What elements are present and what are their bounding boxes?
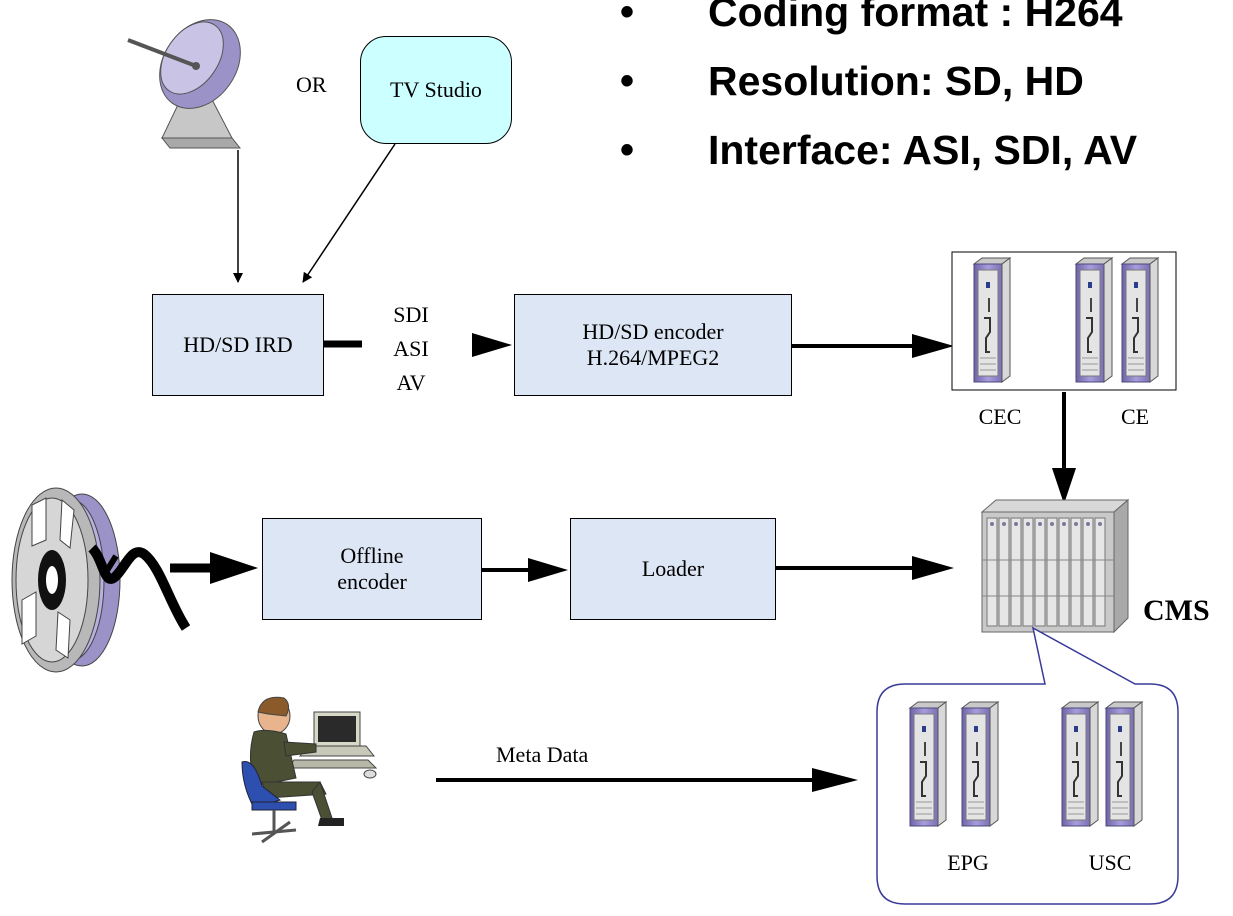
cms-label: CMS xyxy=(1143,594,1210,627)
film-reel-icon xyxy=(11,487,191,673)
offline-encoder-label-line2: encoder xyxy=(337,569,407,594)
epg-label: EPG xyxy=(947,850,989,875)
or-label: OR xyxy=(296,72,327,97)
offline-encoder-box: Offline encoder xyxy=(262,518,482,620)
encoder-box: HD/SD encoder H.264/MPEG2 xyxy=(514,294,792,396)
meta-data-label: Meta Data xyxy=(496,742,589,767)
cec-label: CEC xyxy=(978,404,1022,429)
ce-server-icon xyxy=(1075,257,1113,383)
feature-bullets: Coding format : H264 Resolution: SD, HD … xyxy=(620,0,1233,185)
usc-server-icon xyxy=(1061,701,1099,827)
usc-server-icon xyxy=(1105,701,1143,827)
server-rack-icon xyxy=(980,498,1130,634)
ce-label: CE xyxy=(1120,404,1150,429)
loader-label: Loader xyxy=(641,556,705,581)
ird-label: HD/SD IRD xyxy=(183,332,293,357)
encoder-label-line1: HD/SD encoder xyxy=(582,319,724,344)
person-at-computer-icon xyxy=(241,696,378,844)
epg-server-icon xyxy=(909,701,947,827)
asi-label: ASI xyxy=(393,336,429,361)
bullet-coding-format: Coding format : H264 xyxy=(620,0,1233,47)
ce-server-icon xyxy=(1121,257,1159,383)
tv-studio-box: TV Studio xyxy=(360,36,512,144)
ird-box: HD/SD IRD xyxy=(152,294,324,396)
tv-studio-label: TV Studio xyxy=(390,77,482,102)
usc-label: USC xyxy=(1088,850,1132,875)
bullet-interface: Interface: ASI, SDI, AV xyxy=(620,116,1233,185)
av-label: AV xyxy=(396,370,426,395)
satellite-dish-icon xyxy=(127,19,242,149)
bullet-resolution: Resolution: SD, HD xyxy=(620,47,1233,116)
sdi-label: SDI xyxy=(393,302,429,327)
offline-encoder-label-line1: Offline xyxy=(340,543,404,568)
epg-server-icon xyxy=(961,701,999,827)
encoder-label-line2: H.264/MPEG2 xyxy=(586,345,720,370)
cec-server-icon xyxy=(973,257,1011,383)
cms-callout-bubble xyxy=(876,626,1179,905)
loader-box: Loader xyxy=(570,518,776,620)
